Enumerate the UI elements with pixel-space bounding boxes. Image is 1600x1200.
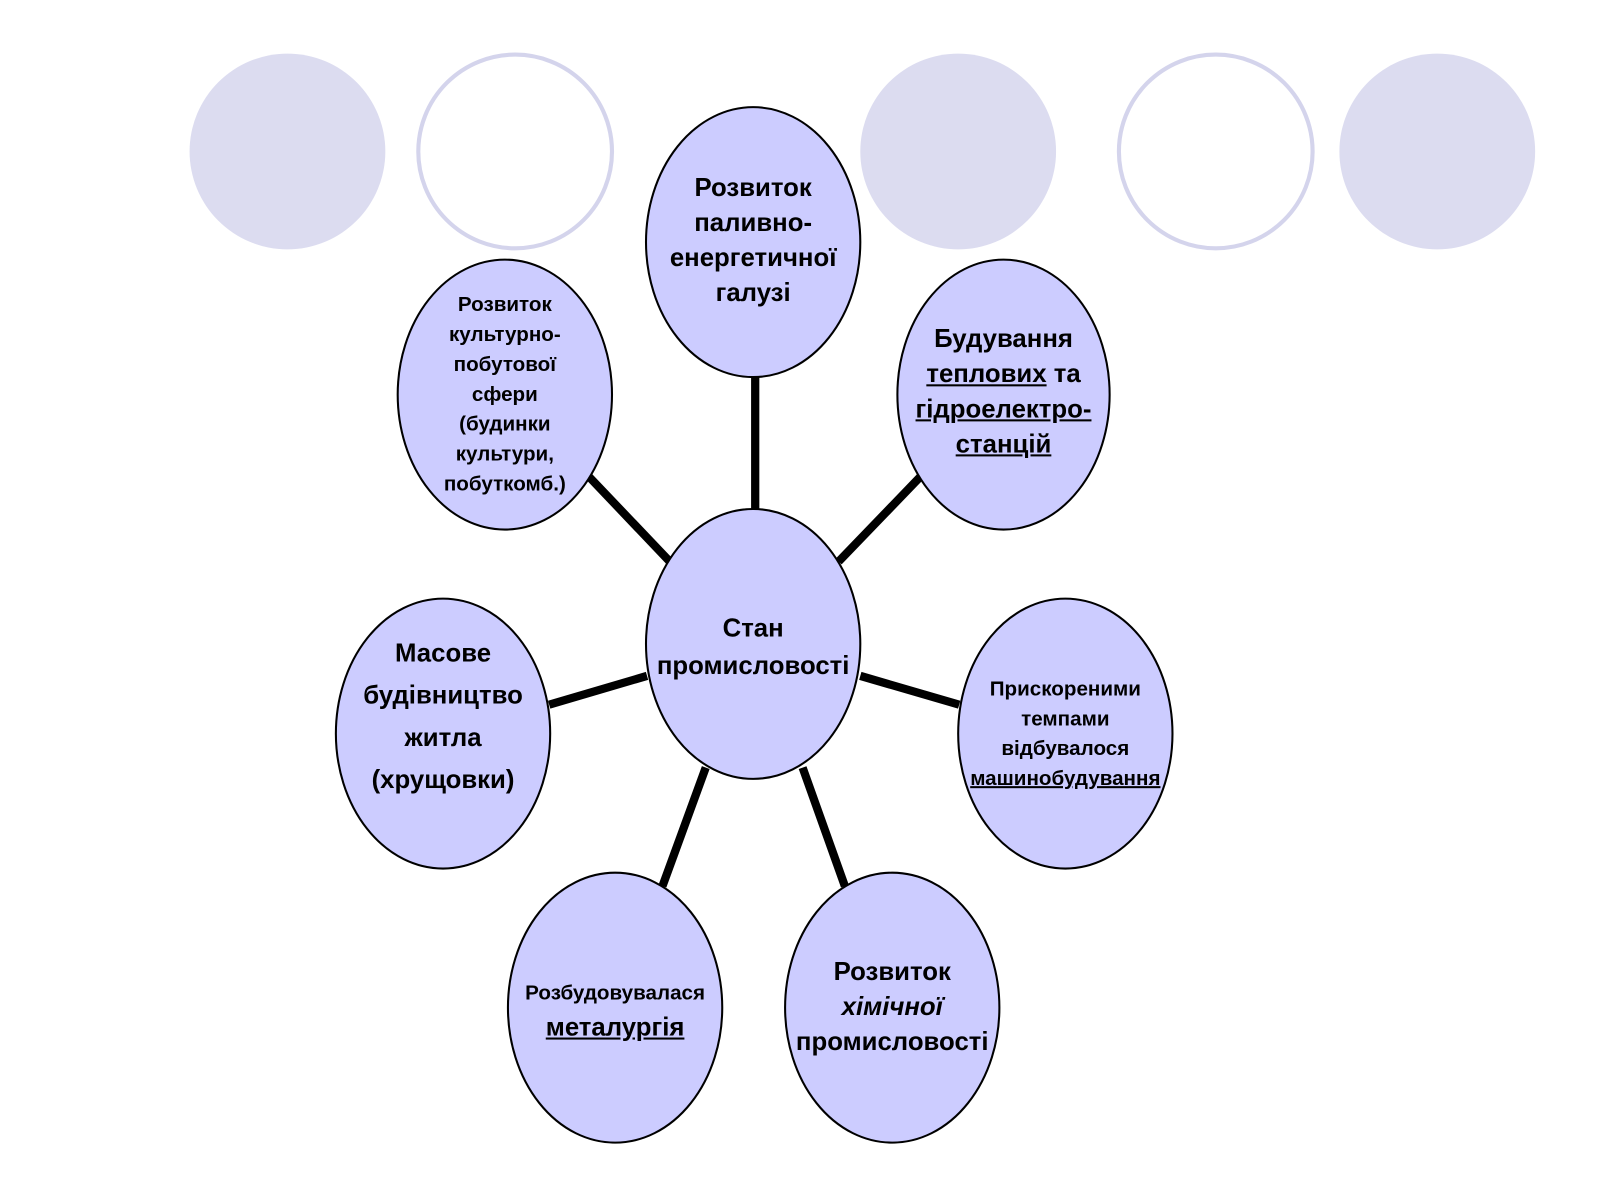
label-line: Прискореними	[989, 677, 1141, 701]
node-center	[644, 507, 862, 780]
node-upper-left	[396, 258, 614, 531]
label-top: Розвиток паливно- енергетичної галузі	[618, 170, 888, 310]
connector-upper-left	[586, 474, 673, 565]
deco-circle-outline	[416, 52, 615, 251]
connector-bottom-right	[798, 766, 849, 888]
label-line: Масове	[395, 638, 492, 668]
label-left: Масове будівництво житла (хрущовки)	[309, 633, 577, 802]
label-line: Розбудовувалася	[525, 981, 706, 1005]
deco-circle-outline	[1116, 52, 1315, 251]
connector-bottom-left	[658, 766, 710, 888]
node-bottom-left	[506, 871, 724, 1144]
connector-right	[859, 671, 961, 709]
label-bottom-right: Розвиток хімічної промисловості	[757, 954, 1027, 1059]
label-underlined: машинобудування	[970, 767, 1161, 791]
label-line: побутової	[453, 353, 557, 377]
label-line: (будинки	[459, 413, 551, 436]
deco-circle-filled	[860, 53, 1057, 250]
deco-circle-filled	[1339, 53, 1536, 250]
connector-left	[547, 671, 649, 709]
label-line: та	[1046, 359, 1081, 389]
label-underlined: теплових	[926, 359, 1047, 389]
label-line: культури,	[455, 443, 554, 466]
label-line: паливно-	[694, 208, 813, 237]
label-line: побуткомб.)	[443, 472, 566, 496]
label-line: промисловості	[795, 1027, 989, 1057]
label-upper-left: Розвиток культурно- побутової сфери (буд…	[371, 291, 639, 500]
label-upper-right: Будування теплових та гідроелектро- стан…	[865, 321, 1141, 461]
label-line: Стан	[722, 614, 784, 643]
decorative-circles	[189, 52, 1536, 251]
deco-circle-filled	[189, 53, 386, 250]
node-left	[334, 597, 552, 870]
label-line: енергетичної	[669, 243, 837, 272]
label-line: промисловості	[656, 651, 850, 680]
label-line: Розвиток	[457, 293, 552, 317]
label-line: галузі	[715, 278, 791, 308]
node-bottom-right	[784, 871, 1001, 1144]
nodes	[334, 106, 1174, 1144]
label-center: Стан промисловості	[618, 610, 888, 684]
node-upper-right	[896, 258, 1111, 531]
label-underlined: станцій	[955, 429, 1052, 459]
label-line: будівництво	[363, 681, 523, 710]
label-underlined: металургія	[545, 1012, 685, 1042]
label-right: Прискореними темпами відбувалося машиноб…	[927, 675, 1203, 795]
label-italic: хімічної	[841, 992, 943, 1022]
label-line: Розвиток	[833, 957, 951, 986]
label-line: відбувалося	[1001, 737, 1130, 761]
label-line: Будування	[934, 324, 1073, 354]
connector-upper-right	[835, 474, 924, 565]
label-line: культурно-	[448, 323, 561, 347]
label-underlined: гідроелектро-	[915, 394, 1092, 424]
label-line: Розвиток	[694, 173, 812, 202]
label-line: темпами	[1021, 707, 1110, 731]
label-bottom-left: Розбудовувалася металургія	[480, 977, 750, 1045]
node-right	[957, 597, 1174, 870]
node-top	[644, 106, 862, 379]
label-line: сфери	[471, 383, 538, 406]
label-line: житла	[404, 723, 482, 753]
connectors	[547, 377, 961, 888]
label-line: (хрущовки)	[371, 765, 515, 795]
